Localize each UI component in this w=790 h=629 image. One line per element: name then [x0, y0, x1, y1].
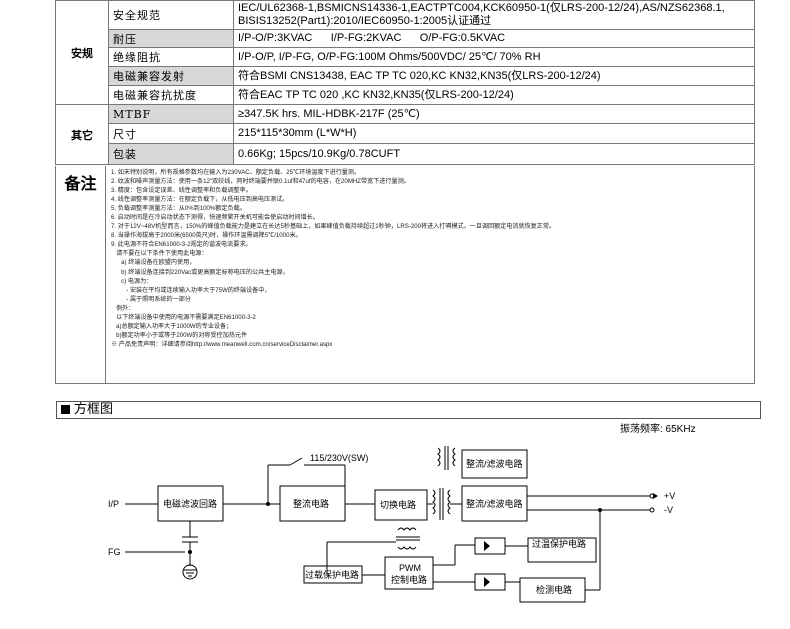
oscillation-frequency: 振荡频率: 65KHz: [620, 424, 696, 435]
negative-output-label: -V: [664, 505, 673, 515]
spec-table: 安规 安全规范 IEC/UL62368-1,BSMICNS14336-1,EAC…: [55, 0, 755, 165]
pwm-control-box: [384, 556, 434, 590]
switch-voltage-label: 115/230V(SW): [310, 453, 368, 463]
pwm-label: PWM: [399, 563, 421, 573]
pwm-control-label: 控制电路: [391, 574, 427, 585]
fg-label: FG: [108, 547, 121, 557]
overload-protection-label: 过载保护电路: [305, 569, 359, 580]
output-rectifier-label: 整流/滤波电路: [466, 498, 523, 509]
row-label: 耐压: [108, 29, 234, 48]
block-diagram-header: 方框图: [56, 401, 761, 419]
rectifier-label: 整流电路: [293, 498, 329, 509]
output-rectifier-box: [461, 485, 528, 522]
row-label: 安全规范: [108, 0, 234, 30]
notes-category: 备注: [56, 166, 106, 383]
overtemp-protection-box: [527, 537, 597, 563]
switching-label: 切换电路: [380, 499, 416, 510]
aux-rectifier-label: 整流/滤波电路: [466, 458, 523, 469]
row-label: 电磁兼容抗扰度: [108, 85, 234, 105]
detection-label: 检测电路: [536, 584, 572, 595]
value-text: IEC/UL62368-1,BSMICNS14336-1,EACTPTC004,…: [238, 2, 725, 27]
positive-output-label: +V: [664, 491, 675, 501]
square-bullet-icon: [61, 405, 70, 414]
row-value: 0.66Kg; 15pcs/10.9Kg/0.78CUFT: [233, 143, 755, 165]
switching-box: [374, 489, 428, 521]
aux-rectifier-box: [461, 449, 528, 479]
notes-text: 1. 如未特别说明，所有规格参数均在输入为230VAC、额定负载、25℃环境温度…: [111, 169, 556, 348]
safety-category: 安规: [55, 0, 109, 105]
row-label: 包装: [108, 143, 234, 165]
overtemp-label-1: 过温保护电路: [532, 538, 586, 549]
emi-label: 电磁滤波回路: [163, 498, 217, 509]
block-diagram-title: 方框图: [74, 402, 114, 417]
notes-section: 备注 1. 如未特别说明，所有规格参数均在输入为230VAC、额定负载、25℃环…: [55, 166, 755, 384]
ip-label: I/P: [108, 499, 119, 509]
